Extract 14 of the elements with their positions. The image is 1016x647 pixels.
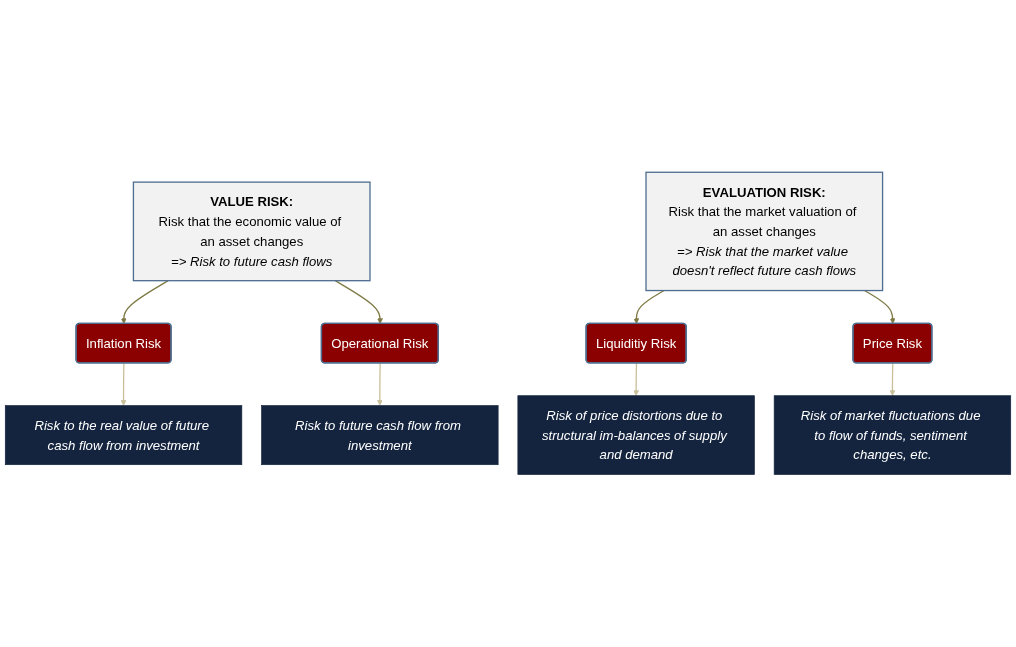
arrow [376,362,383,406]
node-box: Risk of market fluctuations due to flow of funds, sentiment changes, etc. [773,395,1012,475]
node-box: EVALUATION RISK: Risk that the market valuation of an asset changes => Risk that the market value doesn't reflect future cash flows [645,171,884,292]
arrow [633,290,665,325]
arrow [633,362,640,397]
arrow [863,290,896,325]
arrow [120,280,169,325]
arrow [334,280,383,325]
node-box: Risk to the real value of future cash flow from investment [4,405,243,466]
node-box: Risk to future cash flow from investment [261,405,499,466]
arrow [120,362,127,406]
arrow [889,362,896,397]
node-box: VALUE RISK: Risk that the economic value of an asset changes => Risk to future cash flows [132,181,371,282]
node-box: Risk of price distortions due to structural im-balances of supply and demand [517,395,755,475]
